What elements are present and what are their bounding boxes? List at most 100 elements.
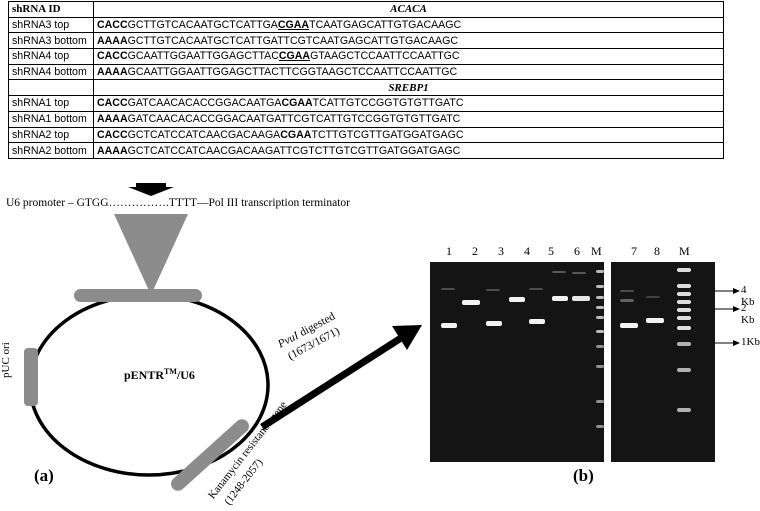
plasmid-name-sup: TM <box>164 367 177 376</box>
gel-band <box>677 326 691 330</box>
sequence-segment: GCAATTGGAATTGGAGCTTACTTCGGTAAGCTCCAATTCC… <box>127 66 458 79</box>
sequence-segment: GCTCATCCATCAACGACAAGATTCGTCTTGTCGTTGATGG… <box>127 144 461 157</box>
gel-band <box>646 296 660 298</box>
lane-label: 8 <box>654 244 660 258</box>
sequence-segment: CGAA <box>278 50 311 63</box>
size-marker-1kb: 1Kb <box>741 336 760 348</box>
gel-band <box>529 288 543 290</box>
lane-label: 4 <box>524 244 530 258</box>
gel-band <box>572 296 590 301</box>
sequence-segment: GTAAGCTCCAATTCCAATTGC <box>310 50 460 63</box>
sequence-segment: TCATTGTCCGGTGTGTTGATC <box>312 97 464 110</box>
sequence-segment: GATCAACACACCGGACAATGATTCGTCATTGTCCGGTGTG… <box>127 113 461 126</box>
gel-band <box>552 296 568 301</box>
gel-band <box>441 288 455 290</box>
panel-label-a: (a) <box>34 466 54 485</box>
sequence-segment: AAAA <box>97 113 128 126</box>
lane-label: 5 <box>548 244 554 258</box>
sequence-segment: CACC <box>97 50 128 63</box>
sequence-segment: CGAA <box>280 128 312 141</box>
gel-band <box>596 400 604 403</box>
arrow-right-icon <box>733 340 740 346</box>
gel-band <box>596 285 604 288</box>
plasmid-name: pENTRTM/U6 <box>124 367 195 383</box>
lane-label: 6 <box>574 244 580 258</box>
gel-band <box>596 270 604 273</box>
gel-band <box>486 289 500 291</box>
shrna-id-cell: shRNA4 top <box>8 48 94 65</box>
shrna-id-cell: shRNA2 top <box>8 126 94 144</box>
gel-band <box>596 330 604 333</box>
sequence-segment: CGAA <box>281 97 313 110</box>
arrow-right-icon <box>733 306 740 312</box>
gel-band <box>441 323 457 328</box>
gel-band <box>462 300 480 305</box>
gel-band <box>486 321 502 326</box>
u6-insert-segment <box>74 289 202 302</box>
gel-band <box>596 316 604 319</box>
gel-band <box>677 268 691 272</box>
insert-triangle <box>114 214 188 295</box>
size-marker-2kb: 2 Kb <box>741 302 755 326</box>
gel-band <box>596 365 604 368</box>
sequence-segment: CACC <box>97 19 128 32</box>
gel-left-panel <box>430 262 604 462</box>
sequence-segment: GCTTGTCACAATGCTCATTGA <box>127 19 278 32</box>
sequence-cell: CACCGCTCATCCATCAACGACAAGACGAATCTTGTCGTTG… <box>93 126 724 144</box>
sequence-segment: AAAA <box>97 34 128 47</box>
plasmid-circle <box>28 293 270 477</box>
gel-band <box>677 368 691 372</box>
sequence-cell: AAAAGCTTGTCACAATGCTCATTGATTCGTCAATGAGCAT… <box>93 32 724 50</box>
gel-band <box>596 306 604 309</box>
lane-label: M <box>679 244 690 258</box>
lane-label: 2 <box>472 244 478 258</box>
gel-band <box>620 299 634 302</box>
gel-band <box>677 316 691 320</box>
puc-ori-segment <box>24 348 38 406</box>
shrna-id-cell: shRNA2 bottom <box>8 142 94 159</box>
pvui-arrow-shaft <box>260 335 403 430</box>
plasmid-name-suffix: /U6 <box>176 368 195 382</box>
gel-bands <box>441 268 691 428</box>
sequence-segment: GCAATTGGAATTGGAGCTTAC <box>127 50 279 63</box>
promoter-sequence-text: U6 promoter – GTGG…………….TTTT—Pol III tra… <box>6 197 350 209</box>
down-arrow-icon <box>128 183 174 196</box>
gel-band <box>677 408 691 412</box>
sequence-segment: TCAATGAGCATTGTGACAAGC <box>309 19 462 32</box>
gel-band <box>620 323 638 328</box>
gel-band <box>677 292 691 296</box>
gel-band <box>572 272 586 274</box>
sequence-segment: CACC <box>97 97 128 110</box>
gel-band <box>646 318 664 323</box>
gel-band <box>677 342 691 346</box>
pvui-arrow-head-icon <box>392 325 422 350</box>
gel-band <box>596 425 604 428</box>
lane-label: 3 <box>498 244 504 258</box>
gel-band <box>677 308 691 312</box>
sequence-segment: AAAA <box>97 144 128 157</box>
size-marker-4kb: 4 Kb <box>741 284 755 308</box>
sequence-cell: AAAAGCTCATCCATCAACGACAAGATTCGTCTTGTCGTTG… <box>93 142 724 159</box>
gel-band <box>677 284 691 288</box>
size-marker-arrows <box>715 288 740 346</box>
gel-band <box>620 290 634 292</box>
sequence-segment: CACC <box>97 128 128 141</box>
lane-label: M <box>591 244 602 258</box>
lane-label: 1 <box>446 244 452 258</box>
gel-right-panel <box>611 262 715 462</box>
sequence-segment: TCTTGTCGTTGATGGATGAGC <box>311 128 464 141</box>
gel-band <box>596 296 604 299</box>
puc-ori-label: pUC ori <box>0 342 12 378</box>
kanamycin-segment <box>171 419 249 491</box>
gel-band <box>529 319 545 324</box>
gel-band <box>677 300 691 304</box>
sequence-segment: AAAA <box>97 66 128 79</box>
sequence-segment: GATCAACACACCGGACAATGA <box>127 97 282 110</box>
gel-band <box>596 345 604 348</box>
